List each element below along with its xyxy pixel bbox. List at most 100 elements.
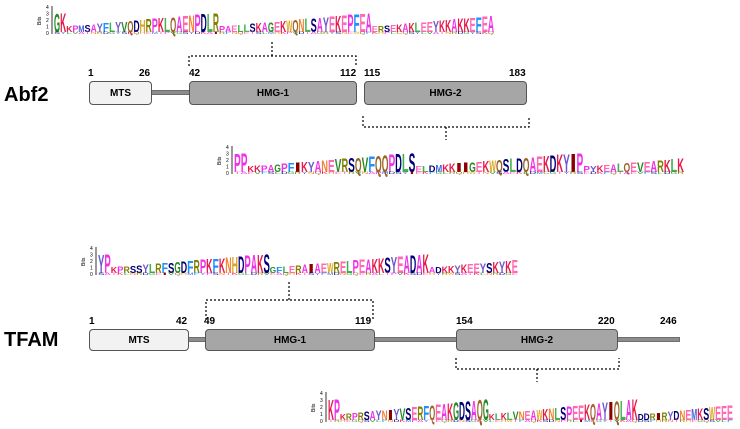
logo-residue: K bbox=[280, 18, 286, 36]
logo-tick-label: 0 bbox=[226, 171, 229, 177]
logo-minor-residue: Q bbox=[441, 418, 447, 423]
logo-residue: K bbox=[493, 259, 500, 277]
logo-residue: P bbox=[583, 165, 590, 174]
logo-tick-label: 2 bbox=[46, 18, 49, 24]
logo-residue: D bbox=[429, 164, 436, 175]
logo-residue: A bbox=[302, 263, 308, 276]
logo-residue: S bbox=[503, 157, 510, 177]
logo-residue: I bbox=[456, 162, 463, 175]
logo-tick-label: 3 bbox=[226, 152, 229, 158]
logo-residue: F bbox=[353, 11, 359, 38]
logo-residue: E bbox=[372, 25, 378, 34]
logo-minor-residue: R bbox=[348, 170, 355, 175]
logo-minor-residue: K bbox=[403, 271, 410, 276]
logo-minor-residue: Y bbox=[435, 271, 442, 276]
logo-residue: D bbox=[638, 413, 644, 422]
position-marker: 1 bbox=[88, 68, 94, 79]
logo-residue: P bbox=[281, 162, 288, 175]
logo-residue: G bbox=[469, 159, 476, 175]
logo-minor-residue: N bbox=[445, 30, 451, 35]
logo-minor-residue: R bbox=[662, 418, 668, 423]
logo-minor-residue: M bbox=[187, 271, 193, 276]
logo-minor-residue: F bbox=[382, 418, 389, 423]
logo-minor-residue: R bbox=[323, 30, 329, 35]
logo-residue: P bbox=[352, 412, 358, 423]
logo-minor-residue: K bbox=[620, 418, 627, 423]
logo-minor-residue: F bbox=[644, 170, 652, 175]
logo-minor-residue: E bbox=[270, 271, 277, 276]
logo-minor-residue: S bbox=[476, 30, 483, 35]
logo-minor-residue: F bbox=[727, 418, 734, 423]
logo-residue: R bbox=[657, 157, 664, 175]
logo-minor-residue: D bbox=[103, 30, 109, 35]
logo-minor-residue: E bbox=[155, 271, 162, 276]
logo-minor-residue: L bbox=[390, 30, 398, 35]
logo-minor-residue: A bbox=[368, 170, 376, 175]
logo-minor-residue: D bbox=[664, 170, 671, 175]
domain-hmg2-tfam: HMG-2 bbox=[456, 329, 618, 351]
logo-minor-residue: L bbox=[123, 271, 132, 276]
logo-residue: G bbox=[54, 10, 60, 38]
logo-residue: P bbox=[334, 393, 340, 426]
logo-minor-residue: E bbox=[495, 418, 502, 423]
logo-residue: S bbox=[384, 24, 391, 35]
logo-minor-residue: C bbox=[543, 170, 550, 175]
logo-tick-label: 1 bbox=[90, 266, 93, 272]
logo-residue: Q bbox=[523, 154, 530, 177]
logo-residue: E bbox=[435, 399, 441, 425]
logo-residue: S bbox=[465, 397, 471, 426]
logo-minor-residue: S bbox=[54, 30, 61, 35]
logo-residue: E bbox=[572, 402, 578, 425]
logo-minor-residue: S bbox=[268, 170, 276, 175]
logo-minor-residue: T bbox=[384, 271, 392, 276]
logo-residue: A bbox=[531, 407, 537, 423]
logo-residue: E bbox=[644, 158, 651, 176]
logo-minor-residue: A bbox=[78, 30, 85, 35]
logo-residue: E bbox=[360, 10, 366, 38]
logo-minor-residue: Q bbox=[315, 170, 322, 175]
logo-minor-residue: I bbox=[162, 271, 168, 276]
logo-minor-residue: E bbox=[590, 418, 597, 423]
logo-residue: Y bbox=[480, 260, 486, 276]
logo-tick-label: 4 bbox=[320, 391, 323, 397]
logo-residue: P bbox=[244, 251, 250, 279]
logo-residue: R bbox=[378, 25, 384, 34]
logo-residue: K bbox=[372, 255, 379, 278]
logo-minor-residue: S bbox=[650, 170, 658, 175]
logo-residue: K bbox=[256, 22, 263, 35]
logo-minor-residue: E bbox=[359, 271, 366, 276]
logo-residue: W bbox=[709, 404, 715, 425]
logo-minor-residue: K bbox=[127, 30, 134, 35]
protein-label-abf2: Abf2 bbox=[4, 84, 49, 106]
logo-residue: K bbox=[463, 16, 469, 37]
logo-residue: Q bbox=[496, 157, 503, 177]
logo-residue: K bbox=[206, 257, 213, 278]
logo-residue: R bbox=[123, 265, 129, 276]
logo-minor-residue: K bbox=[536, 418, 543, 423]
logo-residue: A bbox=[366, 9, 372, 38]
logo-residue: D bbox=[181, 258, 187, 276]
logo-minor-residue: T bbox=[250, 30, 257, 35]
logo-minor-residue: Y bbox=[415, 30, 422, 35]
logo-minor-residue: V bbox=[397, 271, 404, 276]
logo-minor-residue: R bbox=[449, 170, 456, 175]
logo-residue: K bbox=[60, 8, 66, 38]
logo-minor-residue: G bbox=[176, 30, 182, 35]
logo-minor-residue: S bbox=[213, 271, 220, 276]
logo-residue: I bbox=[294, 159, 301, 175]
logo-residue: Y bbox=[143, 263, 150, 276]
logo-residue: A bbox=[317, 14, 323, 37]
logo-residue: E bbox=[328, 157, 335, 177]
logo-minor-residue: G bbox=[505, 271, 511, 276]
logo-residue: P bbox=[566, 404, 572, 425]
logo-minor-residue: V bbox=[370, 418, 377, 423]
logo-residue: K bbox=[543, 151, 550, 177]
logo-residue: V bbox=[637, 159, 644, 175]
logo-tick-label: 3 bbox=[90, 253, 93, 259]
logo-minor-residue: R bbox=[451, 30, 457, 35]
logo-residue: E bbox=[721, 402, 727, 425]
logo-residue: K bbox=[66, 25, 73, 34]
logo-minor-residue: Q bbox=[703, 418, 709, 423]
logo-minor-residue: F bbox=[603, 170, 611, 175]
logo-residue: E bbox=[321, 260, 327, 276]
